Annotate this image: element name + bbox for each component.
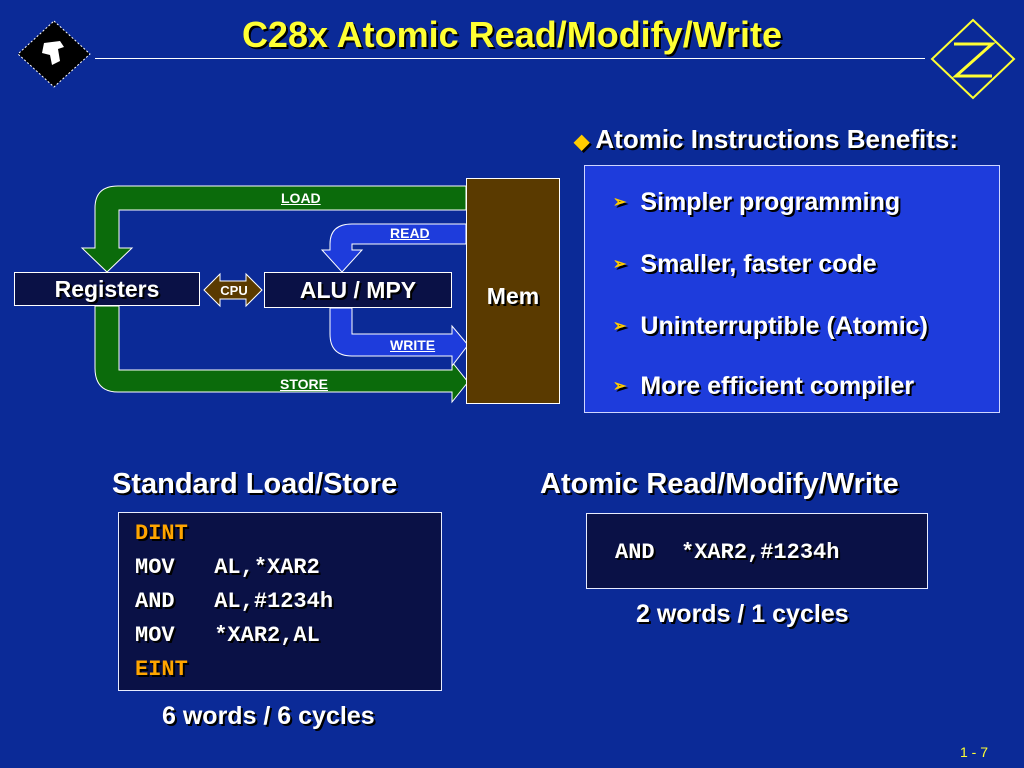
store-label: STORE <box>280 376 328 392</box>
standard-code-box: DINT MOV AL,*XAR2 AND AL,#1234h MOV *XAR… <box>118 512 442 691</box>
registers-box: Registers <box>14 272 200 306</box>
store-path <box>94 305 469 404</box>
alu-box: ALU / MPY <box>264 272 452 308</box>
benefit-text: Uninterruptible (Atomic) <box>640 312 928 340</box>
arrow-bullet-icon: ➢ <box>613 378 627 395</box>
page-number: 1 - 7 <box>959 744 988 760</box>
z-logo-icon <box>930 18 1016 100</box>
benefit-text: Smaller, faster code <box>640 250 877 278</box>
arrow-bullet-icon: ➢ <box>613 318 627 335</box>
benefits-heading-text: Atomic Instructions Benefits: <box>595 124 958 154</box>
arrow-bullet-icon: ➢ <box>613 194 627 211</box>
code-line: EINT <box>135 657 188 682</box>
standard-summary: 6 words / 6 cycles <box>162 702 375 730</box>
ti-logo-icon <box>17 20 91 88</box>
load-label: LOAD <box>281 190 321 206</box>
atomic-title: Atomic Read/Modify/Write <box>540 468 899 500</box>
benefit-item: ➢ Simpler programming <box>613 188 900 217</box>
atomic-summary: 2 words / 1 cycles <box>636 600 849 628</box>
code-line: AND *XAR2,#1234h <box>615 540 840 565</box>
title-divider <box>95 58 925 59</box>
standard-title: Standard Load/Store <box>112 468 398 500</box>
code-line: AND AL,#1234h <box>135 589 334 614</box>
benefit-item: ➢ Smaller, faster code <box>613 250 877 279</box>
slide-title: C28x Atomic Read/Modify/Write <box>241 14 783 55</box>
benefit-item: ➢ More efficient compiler <box>613 372 914 401</box>
benefits-box <box>584 165 1000 413</box>
load-path <box>80 185 467 273</box>
code-line: DINT <box>135 521 188 546</box>
benefit-text: Simpler programming <box>640 188 901 216</box>
diamond-bullet-icon: ◆ <box>574 131 590 153</box>
write-label: WRITE <box>390 337 436 353</box>
benefit-text: More efficient compiler <box>640 372 915 400</box>
cpu-label: CPU <box>220 283 248 298</box>
cpu-link-arrow <box>203 272 263 308</box>
write-path <box>329 307 469 368</box>
benefit-item: ➢ Uninterruptible (Atomic) <box>613 312 928 341</box>
memory-box: Mem <box>466 178 560 404</box>
read-path <box>320 223 467 273</box>
arrow-bullet-icon: ➢ <box>613 256 627 273</box>
read-label: READ <box>390 225 430 241</box>
code-line: MOV *XAR2,AL <box>135 623 320 648</box>
atomic-code-box: AND *XAR2,#1234h <box>586 513 928 589</box>
code-line: MOV AL,*XAR2 <box>135 555 320 580</box>
benefits-heading: ◆Atomic Instructions Benefits: <box>574 124 958 155</box>
